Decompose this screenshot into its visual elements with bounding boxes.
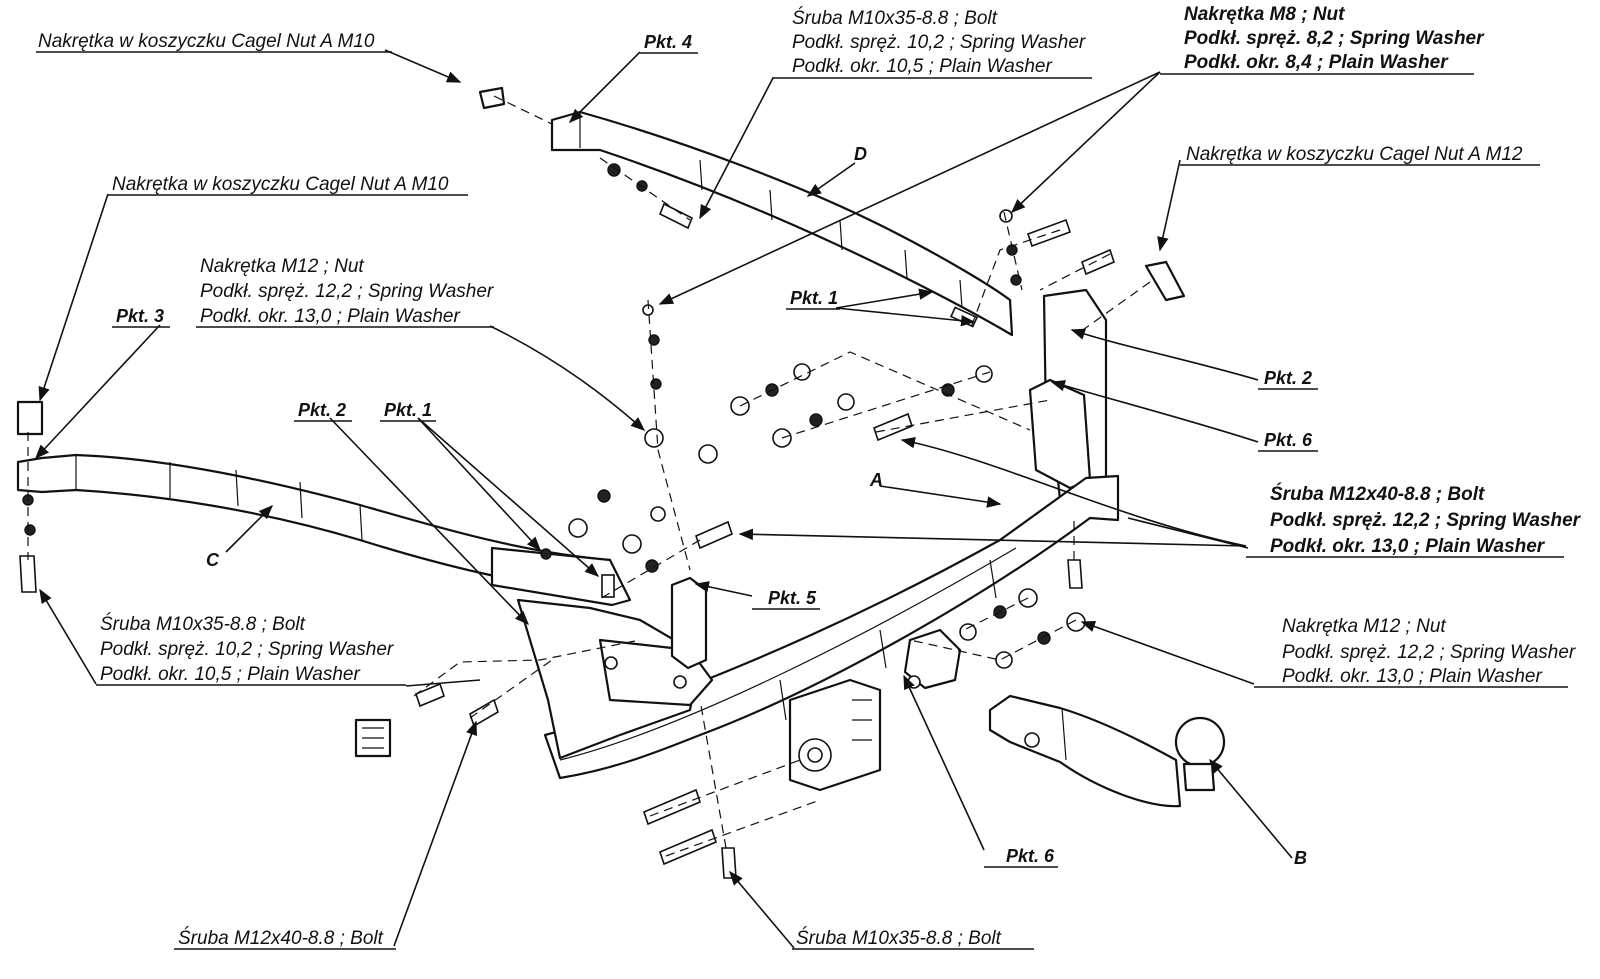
- label-part-a: A: [869, 470, 883, 490]
- part-a-crossbeam: [516, 288, 1120, 792]
- label-bolt-m10-left: Śruba M10x35-8.8 ; Bolt Podkł. spręż. 10…: [96, 613, 406, 686]
- label-bolt-m12-right: Śruba M12x40-8.8 ; Bolt Podkł. spręż. 12…: [1246, 483, 1582, 558]
- svg-text:Podkł. okr. 13,0 ; Plain Wash: Podkł. okr. 13,0 ; Plain Washer: [1270, 536, 1546, 557]
- assembly-dashed-lines: [27, 95, 1151, 857]
- part-c-arm: [16, 453, 632, 607]
- label-bolt-m12-bottom: Śruba M12x40-8.8 ; Bolt: [178, 927, 384, 949]
- label-bolt-m10-top: Śruba M10x35-8.8 ; Bolt Podkł. spręż. 10…: [772, 7, 1092, 79]
- label-pkt5: Pkt. 5: [768, 588, 817, 608]
- svg-text:Podkł. spręż. 12,2 ; Spring W: Podkł. spręż. 12,2 ; Spring Washer: [200, 281, 494, 302]
- label-cagenut-m12-right: Nakrętka w koszyczku Cagel Nut A M12: [1186, 144, 1523, 165]
- svg-text:Podkł. spręż. 8,2 ; Spring Wa: Podkł. spręż. 8,2 ; Spring Washer: [1184, 28, 1485, 49]
- svg-text:Podkł. spręż. 10,2 ; Spring W: Podkł. spręż. 10,2 ; Spring Washer: [792, 32, 1086, 53]
- label-pkt2-right: Pkt. 2: [1264, 368, 1312, 388]
- label-nut-m12-left: Nakrętka M12 ; Nut Podkł. spręż. 12,2 ; …: [196, 256, 494, 328]
- label-part-d: D: [854, 144, 867, 164]
- label-pkt6-right: Pkt. 6: [1264, 430, 1313, 450]
- part-b-ball-mount: [988, 694, 1226, 808]
- label-cagenut-m10-top: Nakrętka w koszyczku Cagel Nut A M10: [38, 31, 375, 52]
- label-nut-m8-top: Nakrętka M8 ; Nut Podkł. spręż. 8,2 ; Sp…: [1160, 4, 1485, 75]
- svg-text:Podkł. okr. 13,0 ; Plain Wash: Podkł. okr. 13,0 ; Plain Washer: [1282, 666, 1542, 687]
- label-bolt-m10-bottom: Śruba M10x35-8.8 ; Bolt: [796, 927, 1002, 949]
- label-pkt1-right: Pkt. 1: [790, 288, 838, 308]
- label-pkt2-left: Pkt. 2: [298, 400, 346, 420]
- svg-text:Podkł. okr. 10,5 ; Plain Wash: Podkł. okr. 10,5 ; Plain Washer: [100, 664, 360, 685]
- label-part-c: C: [206, 550, 220, 570]
- label-cagenut-m10-left: Nakrętka w koszyczku Cagel Nut A M10: [112, 174, 449, 195]
- svg-text:Podkł. spręż. 12,2 ; Spring W: Podkł. spręż. 12,2 ; Spring Washer: [1282, 642, 1576, 663]
- svg-text:Podkł. okr. 10,5 ; Plain Wash: Podkł. okr. 10,5 ; Plain Washer: [792, 56, 1052, 77]
- svg-text:Nakrętka M12 ; Nut: Nakrętka M12 ; Nut: [200, 256, 364, 277]
- label-part-b: B: [1294, 848, 1307, 868]
- label-pkt4: Pkt. 4: [644, 32, 692, 52]
- svg-text:Podkł. okr. 8,4 ; Plain Washe: Podkł. okr. 8,4 ; Plain Washer: [1184, 52, 1449, 73]
- label-pkt3: Pkt. 3: [116, 306, 164, 326]
- part-d-arm: [550, 110, 1014, 337]
- svg-text:Nakrętka M8 ; Nut: Nakrętka M8 ; Nut: [1184, 4, 1345, 25]
- svg-text:Podkł. spręż. 12,2 ; Spring W: Podkł. spręż. 12,2 ; Spring Washer: [1270, 510, 1582, 531]
- label-pkt1-left: Pkt. 1: [384, 400, 432, 420]
- callout-leaders: [35, 49, 1293, 949]
- callout-labels: Nakrętka w koszyczku Cagel Nut A M10 Pkt…: [36, 4, 1582, 950]
- svg-text:Śruba M10x35-8.8 ; Bolt: Śruba M10x35-8.8 ; Bolt: [100, 613, 306, 635]
- svg-text:Nakrętka M12 ; Nut: Nakrętka M12 ; Nut: [1282, 616, 1446, 637]
- svg-text:Podkł. spręż. 10,2 ; Spring W: Podkł. spręż. 10,2 ; Spring Washer: [100, 639, 394, 660]
- svg-text:Śruba M10x35-8.8 ; Bolt: Śruba M10x35-8.8 ; Bolt: [792, 7, 998, 29]
- svg-text:Śruba M12x40-8.8 ; Bolt: Śruba M12x40-8.8 ; Bolt: [1270, 483, 1485, 505]
- label-pkt6-bottom: Pkt. 6: [1006, 846, 1055, 866]
- svg-text:Podkł. okr. 13,0 ; Plain Wash: Podkł. okr. 13,0 ; Plain Washer: [200, 306, 460, 327]
- label-nut-m12-right: Nakrętka M12 ; Nut Podkł. spręż. 12,2 ; …: [1254, 616, 1576, 688]
